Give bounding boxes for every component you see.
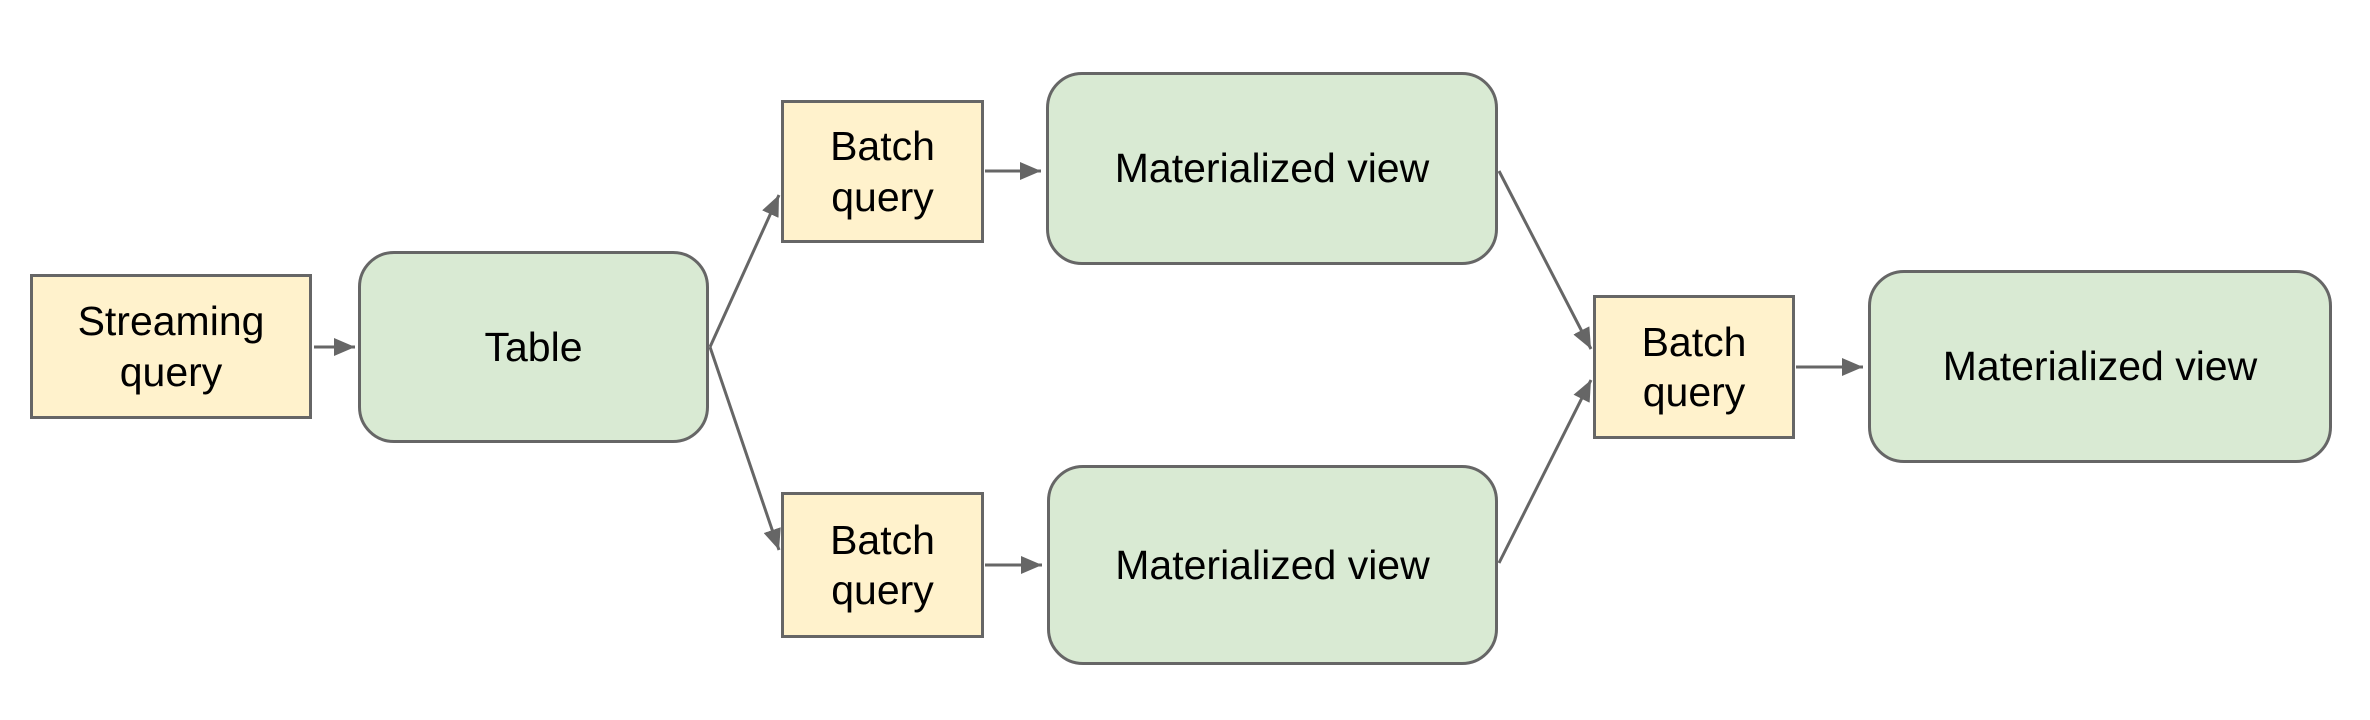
- node-materialized-view-bottom: Materialized view: [1047, 465, 1498, 665]
- node-materialized-view-final: Materialized view: [1868, 270, 2332, 463]
- node-batch-query-bottom: Batch query: [781, 492, 984, 638]
- node-label: Materialized view: [1115, 541, 1430, 588]
- node-label: Materialized view: [1942, 343, 2258, 390]
- node-label: Streaming query: [77, 298, 265, 395]
- edge-table-to-batch-query-bottom: [708, 346, 781, 551]
- edge-table-to-batch-query-top: [708, 194, 781, 348]
- node-label: Materialized view: [1114, 145, 1430, 192]
- node-batch-query-top: Batch query: [781, 100, 984, 243]
- node-batch-query-merge: Batch query: [1593, 295, 1795, 439]
- node-table: Table: [358, 251, 709, 443]
- node-label: Batch query: [1641, 318, 1747, 415]
- node-label: Batch query: [830, 516, 935, 613]
- node-label: Batch query: [830, 123, 935, 220]
- node-streaming-query: Streaming query: [30, 274, 312, 419]
- edge-mv-top-to-batch-query-merge: [1497, 170, 1593, 350]
- node-materialized-view-top: Materialized view: [1046, 72, 1498, 265]
- edge-mv-bottom-to-batch-query-merge: [1497, 379, 1593, 564]
- node-label: Table: [484, 323, 583, 370]
